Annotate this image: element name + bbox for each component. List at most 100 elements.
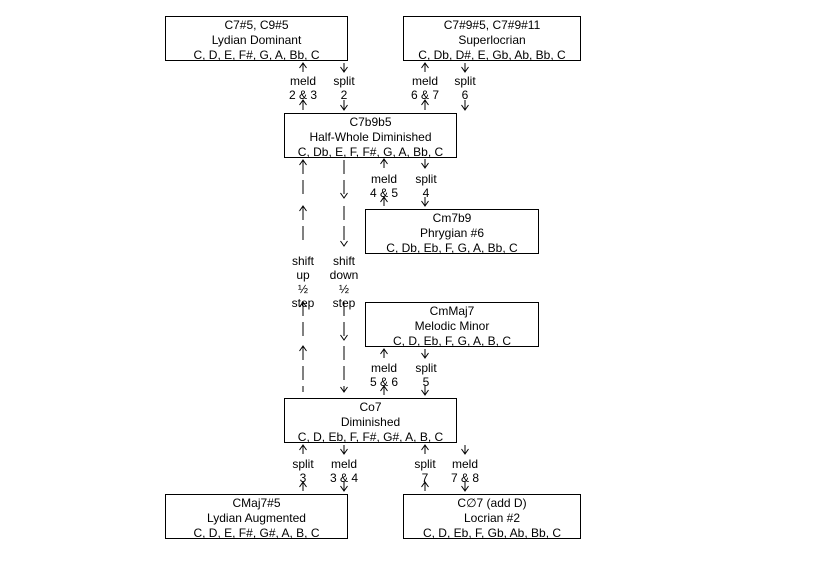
arrow-up-icon — [380, 158, 388, 165]
label-line: 7 & 8 — [450, 471, 480, 485]
scale-notes: C, D, E, F#, G#, A, B, C — [193, 526, 320, 540]
box-diminished: Co7 Diminished C, D, Eb, F, F#, G#, A, B… — [284, 398, 457, 444]
label-line: ½ — [297, 282, 308, 296]
box-lydian-augmented: CMaj7#5 Lydian Augmented C, D, E, F#, G#… — [165, 494, 348, 540]
label-shift-up: shift up ½ step — [281, 254, 325, 310]
label-split-7: split 7 — [403, 457, 447, 485]
label-line: meld — [289, 74, 316, 88]
label-meld-5-6: meld 5 & 6 — [362, 361, 406, 389]
label-meld-2-3: meld 2 & 3 — [281, 74, 325, 102]
arrow-down-icon — [340, 240, 348, 247]
label-line: step — [332, 296, 356, 310]
arrow-up-icon — [380, 196, 388, 203]
label-line: split — [292, 457, 314, 471]
label-meld-4-5: meld 4 & 5 — [362, 172, 406, 200]
arrow-up-icon — [299, 99, 307, 106]
label-line: up — [296, 268, 310, 282]
label-line: 7 — [421, 471, 429, 485]
scale-notes: C, D, Eb, F, F#, G#, A, B, C — [297, 430, 444, 444]
label-split-5: split 5 — [404, 361, 448, 389]
label-line: 3 — [299, 471, 307, 485]
label-line: 6 — [461, 88, 469, 102]
label-split-3: split 3 — [281, 457, 325, 485]
arrow-down-icon — [461, 104, 469, 111]
label-line: meld — [411, 74, 438, 88]
box-locrian-2: C∅7 (add D) Locrian #2 C, D, Eb, F, Gb, … — [403, 494, 581, 540]
arrow-up-icon — [380, 348, 388, 355]
label-line: split — [415, 361, 437, 375]
scale-name: Diminished — [340, 415, 401, 429]
label-line: 5 & 6 — [369, 375, 399, 389]
scale-notes: C, Db, D#, E, Gb, Ab, Bb, C — [418, 48, 566, 62]
scale-name: Half-Whole Diminished — [309, 130, 432, 144]
arrow-up-icon — [299, 205, 307, 212]
label-line: meld — [330, 457, 357, 471]
arrow-up-icon — [299, 301, 307, 308]
chord-name: C7#9#5, C7#9#11 — [443, 18, 541, 32]
label-line: step — [291, 296, 315, 310]
label-meld-6-7: meld 6 & 7 — [403, 74, 447, 102]
arrow-down-icon — [421, 162, 429, 169]
label-line: 2 & 3 — [288, 88, 318, 102]
label-line: shift — [291, 254, 314, 268]
label-line: 5 — [422, 375, 430, 389]
label-split-4: split 4 — [404, 172, 448, 200]
arrow-down-icon — [461, 485, 469, 492]
label-line: meld — [451, 457, 478, 471]
label-line: down — [329, 268, 359, 282]
label-line: 6 & 7 — [410, 88, 440, 102]
chord-name: C7b9b5 — [349, 115, 392, 129]
scale-notes: C, D, Eb, F, Gb, Ab, Bb, C — [422, 526, 562, 540]
arrow-down-icon — [340, 104, 348, 111]
arrow-down-icon — [461, 448, 469, 455]
label-line: meld — [370, 172, 397, 186]
chord-name: Cm7b9 — [432, 211, 472, 225]
arrow-up-icon — [299, 444, 307, 451]
label-line: 4 & 5 — [369, 186, 399, 200]
label-line: split — [333, 74, 355, 88]
label-meld-3-4: meld 3 & 4 — [322, 457, 366, 485]
chord-name: C∅7 (add D) — [457, 496, 527, 510]
box-phrygian-6: Cm7b9 Phrygian #6 C, Db, Eb, F, G, A, Bb… — [365, 209, 539, 255]
arrow-down-icon — [421, 200, 429, 207]
arrow-up-icon — [299, 159, 307, 166]
label-shift-down: shift down ½ step — [322, 254, 366, 310]
chord-name: CMaj7#5 — [232, 496, 281, 510]
label-split-2: split 2 — [322, 74, 366, 102]
label-meld-7-8: meld 7 & 8 — [443, 457, 487, 485]
chord-name: Co7 — [359, 400, 382, 414]
scale-notes: C, Db, E, F, F#, G, A, Bb, C — [297, 145, 444, 159]
arrow-down-icon — [421, 352, 429, 359]
label-line: meld — [370, 361, 397, 375]
arrow-down-icon — [340, 192, 348, 199]
scale-notes: C, Db, Eb, F, G, A, Bb, C — [386, 241, 518, 255]
label-line: split — [414, 457, 436, 471]
arrow-down-icon — [340, 386, 348, 393]
chord-name: C7#5, C9#5 — [224, 18, 289, 32]
scale-name: Locrian #2 — [463, 511, 521, 525]
arrow-up-icon — [299, 62, 307, 69]
chord-name: CmMaj7 — [429, 304, 475, 318]
arrow-down-icon — [340, 66, 348, 73]
scale-name: Superlocrian — [458, 33, 526, 47]
scale-name: Lydian Dominant — [211, 33, 302, 47]
scale-name: Phrygian #6 — [419, 226, 485, 240]
arrow-down-icon — [421, 389, 429, 396]
label-line: ½ — [338, 282, 349, 296]
scale-notes: C, D, E, F#, G, A, Bb, C — [193, 48, 320, 62]
label-line: split — [454, 74, 476, 88]
arrow-up-icon — [421, 62, 429, 69]
label-line: shift — [332, 254, 355, 268]
box-lydian-dominant: C7#5, C9#5 Lydian Dominant C, D, E, F#, … — [165, 16, 348, 62]
label-line: split — [415, 172, 437, 186]
arrow-up-icon — [299, 345, 307, 352]
arrow-down-icon — [340, 485, 348, 492]
scale-notes: C, D, Eb, F, G, A, B, C — [392, 334, 512, 348]
scale-name: Melodic Minor — [414, 319, 490, 333]
label-line: 3 & 4 — [329, 471, 359, 485]
arrow-up-icon — [299, 481, 307, 488]
arrow-down-icon — [340, 334, 348, 341]
arrow-up-icon — [421, 481, 429, 488]
box-melodic-minor: CmMaj7 Melodic Minor C, D, Eb, F, G, A, … — [365, 302, 539, 348]
